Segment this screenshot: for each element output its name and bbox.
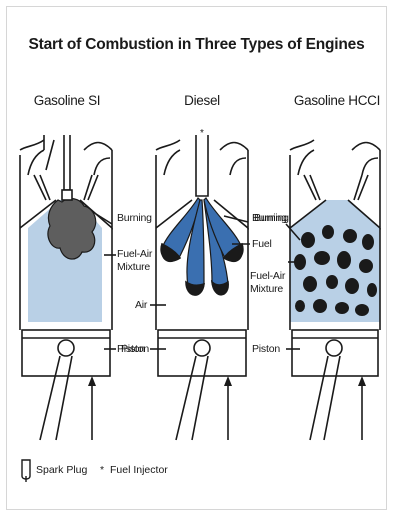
label-si-mixture: Mixture	[117, 261, 150, 274]
diagram-title: Start of Combustion in Three Types of En…	[0, 36, 393, 54]
spark-plug-icon	[22, 460, 30, 482]
piston-pin	[326, 340, 342, 356]
legend-fuel-injector: Fuel Injector	[110, 464, 168, 476]
piston-pin	[58, 340, 74, 356]
piston-pin	[194, 340, 210, 356]
label-hcci-piston: Piston	[252, 343, 280, 356]
spark-plug-tip	[62, 190, 72, 200]
label-diesel-fuel: Fuel	[252, 238, 272, 251]
asterisk-icon: *	[100, 464, 104, 476]
engine-title-gasoline-si: Gasoline SI	[12, 93, 122, 108]
svg-text:*: *	[200, 128, 204, 139]
engine-title-diesel: Diesel	[147, 93, 257, 108]
label-hcci-burning: Burning	[254, 212, 289, 225]
label-si-burning: Burning	[117, 212, 152, 225]
engine-title-gasoline-hcci: Gasoline HCCI	[282, 93, 392, 108]
label-diesel-air: Air	[135, 299, 147, 312]
legend-spark-plug: Spark Plug	[36, 464, 87, 476]
label-si-fuel-air: Fuel-Air	[117, 248, 152, 261]
label-diesel-piston: Piston	[121, 343, 149, 356]
label-hcci-fuel-air: Fuel-Air	[250, 270, 285, 283]
label-hcci-mixture: Mixture	[250, 283, 283, 296]
